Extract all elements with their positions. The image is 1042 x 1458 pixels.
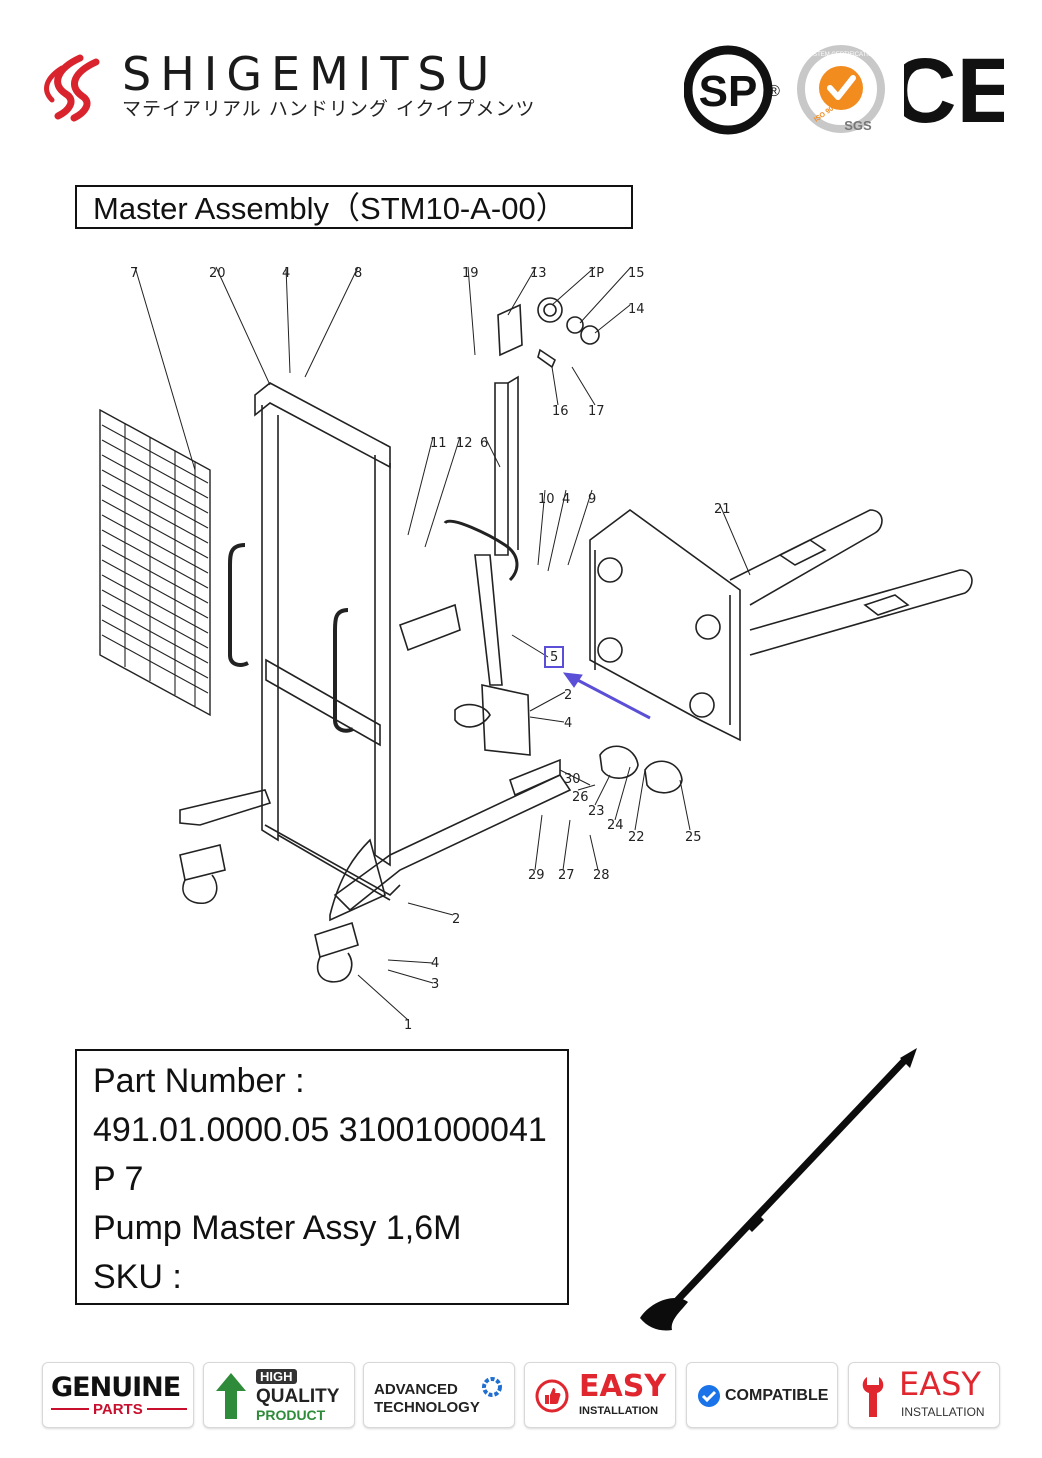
genuine-parts-badge: GENUINE PARTS [42, 1362, 194, 1428]
highlight-arrow [567, 673, 651, 720]
page-title: Master Assembly（STM10-A-00） [93, 191, 567, 226]
callout-20: 20 [209, 266, 226, 281]
easy-installation-badge-2: EASY INSTALLATION [848, 1362, 1000, 1428]
gear-icon [482, 1377, 502, 1397]
exploded-assembly-diagram: 7 20 4 8 19 13 1P 15 14 16 17 11 12 6 10… [99, 266, 973, 1033]
genuine-text: GENUINE [51, 1372, 181, 1403]
csa-registered-mark: ® [768, 83, 780, 100]
callout-10: 10 [538, 492, 555, 507]
advanced-technology-badge: ADVANCED TECHNOLOGY [363, 1362, 515, 1428]
callout-4: 4 [282, 266, 290, 281]
sgs-iso-certification-icon: SYSTEM CERTIFICATION ISO 9001:2008 SGS [797, 45, 885, 133]
ce-mark-icon: CE [904, 44, 1004, 134]
easy-text: EASY [579, 1369, 667, 1404]
callout-26: 26 [572, 790, 589, 805]
callout-25: 25 [685, 830, 702, 845]
part-description: Pump Master Assy 1,6M [93, 1209, 462, 1247]
callout-1p: 1P [588, 266, 604, 281]
compatible-badge: COMPATIBLE [686, 1362, 838, 1428]
mesh-guard [99, 408, 211, 717]
fork-carriage [589, 509, 973, 742]
part-number-label: Part Number : [93, 1062, 305, 1100]
pump-master-rod-image [640, 1048, 917, 1331]
title-box: Master Assembly（STM10-A-00） [75, 185, 633, 229]
high-text: HIGH [256, 1369, 297, 1384]
pump-handle [443, 519, 531, 756]
callout-1: 1 [404, 1018, 412, 1033]
callout-4d: 4 [431, 956, 439, 971]
sgs-label: SGS [844, 118, 872, 133]
high-quality-badge: HIGH QUALITY PRODUCT [203, 1362, 355, 1428]
parts-text: PARTS [89, 1401, 147, 1418]
callout-7: 7 [130, 266, 138, 281]
callout-16: 16 [552, 404, 569, 419]
callout-11: 11 [430, 436, 447, 451]
callout-2: 2 [564, 688, 572, 703]
callout-17: 17 [588, 404, 605, 419]
highlight-arrow-head [562, 672, 583, 688]
callout-4b: 4 [562, 492, 570, 507]
callout-24: 24 [607, 818, 624, 833]
technology-text: TECHNOLOGY [374, 1399, 480, 1416]
easy-text-2: EASY [899, 1365, 981, 1403]
callout-21: 21 [714, 502, 731, 517]
callout-29: 29 [528, 868, 545, 883]
quality-text: QUALITY [256, 1386, 340, 1407]
compatible-text: COMPATIBLE [725, 1387, 829, 1404]
wrench-icon [862, 1377, 884, 1417]
page-reference: P 7 [93, 1160, 144, 1198]
brand-name: SHIGEMITSU [122, 47, 499, 101]
advanced-text: ADVANCED [374, 1381, 458, 1398]
installation-text-2: INSTALLATION [901, 1405, 985, 1419]
callout-15: 15 [628, 266, 645, 281]
callout-13: 13 [530, 266, 547, 281]
part-numbers: 491.01.0000.05 31001000041 [93, 1111, 547, 1149]
callout-22: 22 [628, 830, 645, 845]
caster-wheels [179, 745, 683, 983]
callout-5: 5 [550, 650, 558, 665]
pump-cap-parts [497, 297, 600, 369]
sku-label: SKU : [93, 1258, 182, 1296]
callout-3: 3 [431, 977, 439, 992]
leader-lines [134, 266, 751, 1021]
installation-text: INSTALLATION [579, 1405, 659, 1417]
checkmark-icon [698, 1385, 720, 1407]
callout-6: 6 [480, 436, 488, 451]
arrow-up-icon [216, 1373, 246, 1419]
easy-installation-badge: EASY INSTALLATION [524, 1362, 676, 1428]
upright-chain [494, 375, 519, 556]
callout-27: 27 [558, 868, 575, 883]
highlight-box [544, 646, 564, 668]
callout-4c: 4 [564, 716, 572, 731]
callout-2b: 2 [452, 912, 460, 927]
csa-certification-icon: SP ® [684, 45, 780, 135]
callout-9: 9 [588, 492, 596, 507]
callout-12: 12 [456, 436, 473, 451]
mast-frame [179, 382, 401, 901]
part-info-box: Part Number : 491.01.0000.05 31001000041… [75, 1049, 569, 1305]
brand-subtitle: マテイアリアル ハンドリング イクイプメンツ [122, 98, 536, 120]
callout-23: 23 [588, 804, 605, 819]
csa-text: SP [699, 67, 758, 116]
ce-text: CE [904, 44, 1004, 134]
callout-14: 14 [628, 302, 645, 317]
thumbs-up-icon [535, 1379, 569, 1413]
callout-30: 30 [564, 772, 581, 787]
shigemitsu-logo-icon [44, 54, 100, 122]
sgs-top-text: SYSTEM CERTIFICATION [805, 52, 877, 58]
base-chassis [329, 603, 572, 922]
callout-8: 8 [354, 266, 362, 281]
product-text: PRODUCT [256, 1407, 326, 1423]
callout-28: 28 [593, 868, 610, 883]
callout-19: 19 [462, 266, 479, 281]
